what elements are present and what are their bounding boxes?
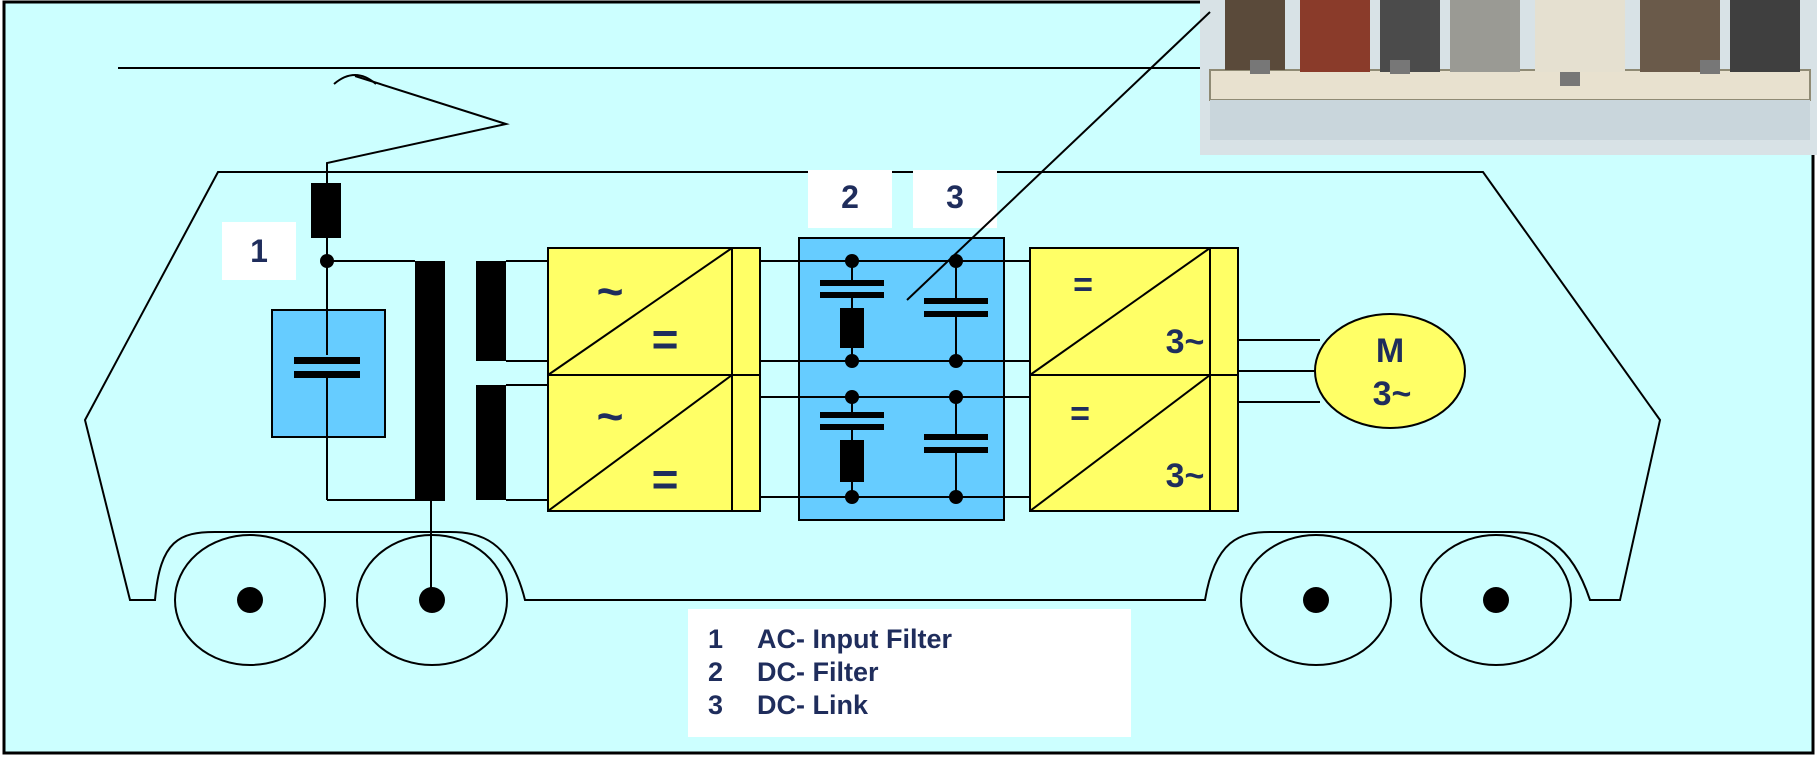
inverter-top-dc-symbol: = bbox=[1073, 266, 1093, 304]
legend-item-3-text: DC- Link bbox=[757, 690, 869, 720]
rectifier-block-bottom bbox=[547, 374, 761, 512]
legend-item-1-num: 1 bbox=[708, 624, 723, 654]
dc-filter-block bbox=[760, 237, 1030, 521]
legend-item-3-num: 3 bbox=[708, 690, 723, 720]
transformer-primary bbox=[415, 261, 445, 501]
rectifier-top-dc-symbol: = bbox=[652, 313, 679, 365]
callout-1: 1 bbox=[250, 233, 268, 269]
locomotive-body bbox=[83, 171, 1662, 601]
legend-item-2-num: 2 bbox=[708, 657, 723, 687]
callout-box-1 bbox=[222, 222, 296, 280]
callout-box-2 bbox=[808, 170, 892, 228]
legend-item-1-text: AC- Input Filter bbox=[757, 624, 952, 654]
wheel bbox=[1240, 534, 1392, 666]
motor-label-m: M bbox=[1376, 332, 1404, 370]
callout-box-3 bbox=[913, 170, 997, 228]
transformer-secondary-bottom bbox=[476, 385, 506, 500]
transformer-secondary-top bbox=[476, 261, 506, 361]
rectifier-bottom-dc-symbol: = bbox=[652, 453, 679, 505]
inverter-top-ac-symbol: 3~ bbox=[1166, 323, 1205, 361]
wheel bbox=[174, 534, 326, 666]
callout-2: 2 bbox=[841, 179, 859, 215]
rectifier-top-ac-symbol: ~ bbox=[597, 265, 624, 317]
legend-item-2-text: DC- Filter bbox=[757, 657, 879, 687]
callout-3: 3 bbox=[946, 179, 964, 215]
inverter-block-bottom bbox=[1029, 374, 1239, 512]
wheel bbox=[1420, 534, 1572, 666]
equipment-photo bbox=[1200, 0, 1817, 155]
rectifier-bottom-ac-symbol: ~ bbox=[597, 390, 624, 442]
traction-motor: M 3~ bbox=[1314, 313, 1466, 429]
legend-box: 1 AC- Input Filter 2 DC- Filter 3 DC- Li… bbox=[688, 609, 1131, 737]
inverter-bottom-ac-symbol: 3~ bbox=[1166, 457, 1205, 495]
inverter-block-top bbox=[1029, 247, 1239, 376]
pointer-line bbox=[906, 11, 1211, 301]
input-inductor bbox=[311, 183, 341, 238]
inverter-bottom-dc-symbol: = bbox=[1070, 395, 1090, 433]
motor-label-phase: 3~ bbox=[1373, 375, 1412, 413]
